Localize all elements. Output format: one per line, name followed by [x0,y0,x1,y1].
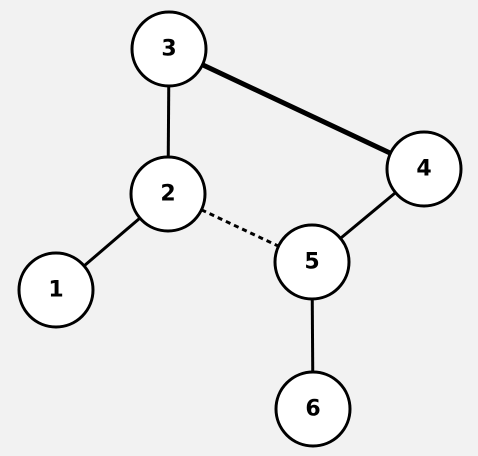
edge-2-5 [200,208,280,248]
node-label: 1 [48,278,63,303]
node-label: 3 [161,37,176,62]
node-6: 6 [274,370,352,448]
edge-4-5 [339,191,397,240]
edge-3-4 [201,62,392,156]
node-label: 4 [416,157,431,182]
node-circle [274,370,352,448]
edge-2-1 [83,216,141,268]
node-3: 3 [130,10,208,88]
node-circle [129,155,207,233]
edges-layer [83,62,397,373]
node-2: 2 [129,155,207,233]
node-label: 2 [160,182,175,207]
node-label: 5 [304,250,319,275]
node-circle [130,10,208,88]
node-circle [273,223,351,301]
node-circle [17,251,95,329]
node-circle [385,130,463,208]
node-label: 6 [305,397,320,422]
node-1: 1 [17,251,95,329]
node-4: 4 [385,130,463,208]
nodes-layer: 1 2 3 4 5 6 [17,10,463,448]
node-5: 5 [273,223,351,301]
